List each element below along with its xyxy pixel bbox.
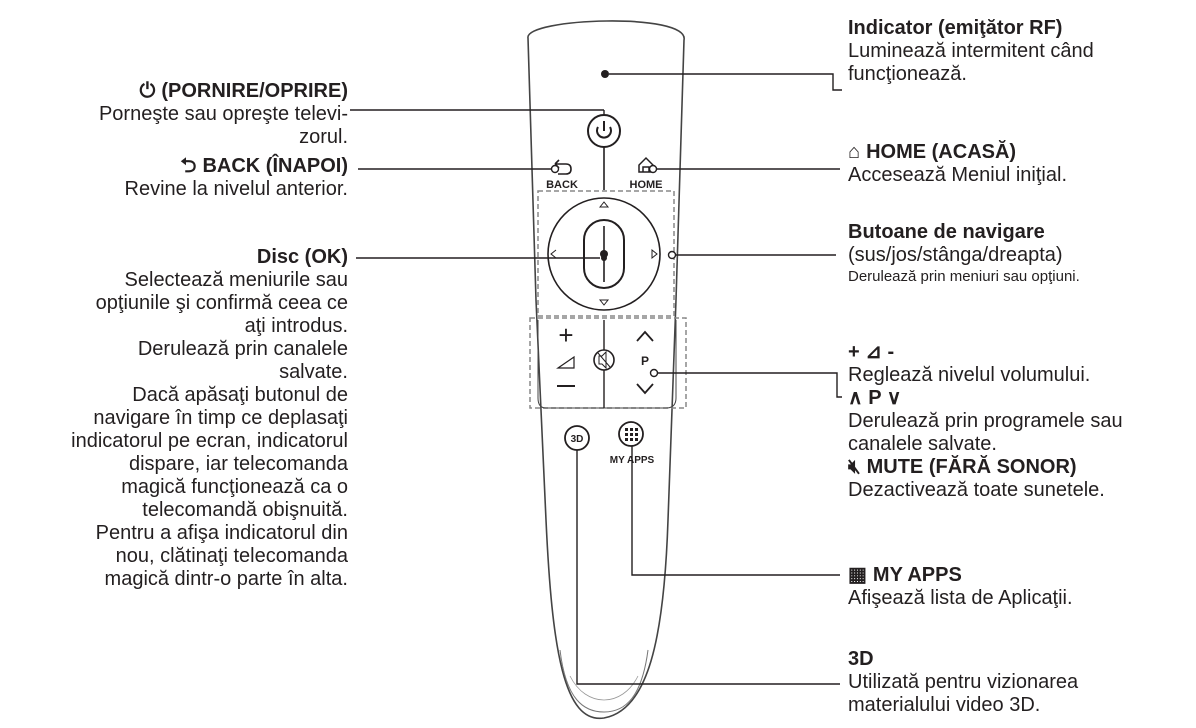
back-button-label: BACK [546, 179, 578, 191]
3d-callout: 3D Utilizată pentru vizionarea materialu… [848, 648, 1188, 717]
channel-up-icon[interactable] [636, 330, 654, 342]
right-arrow-icon[interactable] [651, 248, 658, 260]
3d-title: 3D [848, 648, 874, 670]
indicator-desc-line: Luminează intermitent când [848, 40, 1094, 62]
disc-desc-line: Pentru a afişa indicatorul din [95, 522, 348, 544]
nav-small-desc: Derulează prin meniuri sau opţiuni. [848, 268, 1080, 285]
disc-desc-line: navigare în timp ce deplasaţi [93, 407, 348, 429]
disc-callout: Disc (OK) Selectează meniurile sau opţiu… [0, 246, 348, 591]
indicator-light [601, 70, 609, 78]
3d-desc-line: Utilizată pentru vizionarea [848, 671, 1079, 693]
nav-area [537, 190, 675, 317]
disc-desc-line: Dacă apăsaţi butonul de [132, 384, 348, 406]
grid-icon [625, 428, 638, 441]
mute-desc-line: Dezactivează toate sunetele. [848, 479, 1105, 501]
back-arrow-icon: ⮌ [180, 155, 197, 177]
apps-desc-line: Afişează lista de Aplicaţii. [848, 587, 1073, 609]
back-callout: ⮌BACK (ÎNAPOI) Revine la nivelul anterio… [18, 155, 348, 201]
indicator-callout: Indicator (emiţător RF) Luminează interm… [848, 17, 1188, 86]
disc-desc-line: magică funcţionează ca o [121, 476, 348, 498]
disc-desc-line: dispare, iar telecomanda [128, 453, 348, 475]
channel-title: ∧ P ∨ [848, 387, 902, 409]
mute-icon [597, 350, 611, 370]
nav-title: Butoane de navigare [848, 221, 1045, 243]
grid-icon: ▦ [848, 564, 867, 586]
callout-lines [350, 73, 842, 685]
mute-title: MUTE (FĂRĂ SONOR) [866, 456, 1077, 478]
disc-desc-line: aţi introdus. [244, 315, 348, 337]
volume-title: + ⊿ - [848, 341, 895, 363]
volume-desc-line: Reglează nivelul volumului. [848, 364, 1091, 386]
disc-desc-line: opţiunile şi confirmă ceea ce [95, 292, 348, 314]
nav-callout: Butoane de navigare (sus/jos/stânga/drea… [848, 221, 1193, 287]
disc-desc-line: salvate. [279, 361, 348, 383]
remote-body [527, 20, 685, 719]
home-icon: ⌂ [848, 141, 861, 163]
disc-desc-line: Selectează meniurile sau [124, 269, 348, 291]
home-button-label: HOME [630, 179, 663, 191]
home-title: HOME (ACASĂ) [866, 141, 1017, 163]
channel-down-icon[interactable] [636, 383, 654, 395]
disc-title: Disc (OK) [256, 246, 348, 268]
back-desc-line: Revine la nivelul anterior. [124, 178, 348, 200]
home-callout: ⌂HOME (ACASĂ) Accesează Meniul iniţial. [848, 141, 1188, 187]
disc-desc-line: nou, clătinaţi telecomanda [115, 545, 348, 567]
indicator-desc-line: funcţionează. [848, 63, 967, 85]
disc-desc-line: indicatorul pe ecran, indicatorul [71, 430, 348, 452]
nav-desc-line: (sus/jos/stânga/dreapta) [848, 244, 1063, 266]
disc-desc-line: magică dintr-o parte în alta. [104, 568, 348, 590]
power-title: (PORNIRE/OPRIRE) [161, 80, 348, 102]
power-desc-line: zorul. [299, 126, 348, 148]
volume-callout: + ⊿ - Reglează nivelul volumului. ∧ P ∨ … [848, 341, 1193, 502]
power-callout: ⏻(PORNIRE/OPRIRE) Porneşte sau opreşte t… [18, 80, 348, 149]
back-title: BACK (ÎNAPOI) [202, 155, 348, 177]
power-desc-line: Porneşte sau opreşte televi- [98, 103, 348, 125]
indicator-title: Indicator (emiţător RF) [848, 17, 1063, 39]
3d-button-label: 3D [571, 434, 584, 445]
disc-desc-line: telecomandă obişnuită. [142, 499, 348, 521]
disc-desc-line: Derulează prin canalele [137, 338, 348, 360]
apps-callout: ▦MY APPS Afişează lista de Aplicaţii. [848, 564, 1188, 610]
up-arrow-icon[interactable] [598, 201, 610, 208]
power-icon [596, 126, 612, 139]
channel-p-label: P [641, 354, 649, 368]
home-desc-line: Accesează Meniul iniţial. [848, 164, 1067, 186]
power-icon: ⏻ [139, 80, 156, 102]
volume-icon [556, 355, 575, 369]
down-arrow-icon[interactable] [598, 299, 610, 306]
volume-up-icon[interactable]: + [558, 320, 573, 350]
channel-desc-line: canalele salvate. [848, 433, 997, 455]
channel-desc-line: Derulează prin programele sau [848, 410, 1123, 432]
left-arrow-icon[interactable] [550, 249, 557, 259]
apps-title: MY APPS [872, 564, 962, 586]
mute-icon: 🔇︎ [848, 456, 861, 478]
3d-desc-line: materialului video 3D. [848, 694, 1041, 716]
